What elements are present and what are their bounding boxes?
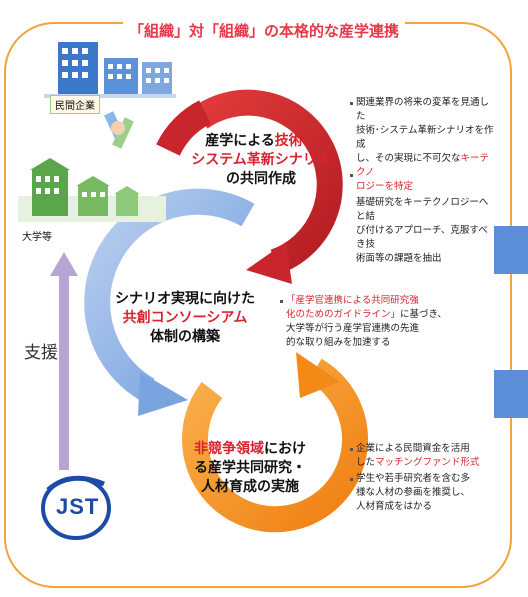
cycle1-line2: システム革新シナリオ — [191, 152, 331, 168]
note2-l4: 的な取り組みを加速する — [286, 337, 391, 348]
university-label: 大学等 — [22, 232, 52, 243]
cycle3-text: 非競争領域におけ る産学共同研究・ 人材育成の実施 — [180, 440, 320, 497]
note3-b2-l1: 学生や若手研究者を含む多 — [356, 473, 471, 484]
cycle1-line1-red: 技術・ — [274, 133, 317, 149]
note1-b2-l1: 基礎研究をキーテクノロジーへと結 — [356, 197, 489, 222]
handshake-icon — [104, 111, 134, 149]
note1-b1-l3-red: キーテクノ — [356, 153, 490, 178]
note1-b2-l3: 術面等の課題を抽出 — [356, 253, 442, 264]
support-arrow — [50, 252, 78, 470]
note1-b1-l1: 関連業界の将来の変革を見通した — [356, 97, 490, 122]
university-buildings-icon — [18, 158, 166, 222]
note3-b1-l2-prefix: した — [356, 457, 376, 468]
cycle3-line1-red: 非競争領域 — [194, 441, 264, 457]
note3-b2-l2: 様な人材の参画を推奨し、 — [356, 487, 471, 498]
orange-cycle-arrow — [182, 352, 368, 533]
note3-b1-l2-red: マッチングファンド形式 — [375, 457, 480, 468]
note2-l1: 「産学官連携による共同研究強 — [286, 295, 419, 306]
cycle2-line2: 共創コンソーシアム — [122, 310, 248, 326]
cycle3-line1-suffix: におけ — [264, 441, 306, 457]
cycle2-line1: シナリオ実現に向けた — [115, 291, 255, 307]
support-label: 支援 — [24, 343, 58, 363]
cycle2-text: シナリオ実現に向けた 共創コンソーシアム 体制の構築 — [110, 290, 260, 347]
blue-cycle-arrow — [84, 188, 255, 416]
cycle2-line3: 体制の構築 — [150, 329, 220, 345]
note1-b1-l4: ロジーを特定 — [356, 181, 414, 192]
note2-l3: 大学等が行う産学官連携の先進 — [286, 323, 420, 334]
note3-b2-l3: 人材育成をはかる — [356, 501, 433, 512]
red-cycle-arrow — [156, 89, 343, 284]
note1-b1-l2: 技術･システム革新シナリオを作成 — [356, 125, 494, 150]
cycle1-text: 産学による技術・ システム革新シナリオ の共同作成 — [176, 132, 346, 189]
cycle1-line3: の共同作成 — [226, 171, 296, 187]
jst-logo — [41, 475, 111, 540]
note2-l2-suffix: に基づき、 — [400, 309, 447, 320]
side-block-upper — [494, 226, 528, 274]
note1-b1-l3-prefix: し、その実現に不可欠な — [356, 153, 461, 164]
private-company-label: 民間企業 — [50, 95, 100, 114]
note1: 関連業界の将来の変革を見通した 技術･システム革新シナリオを作成 し、その実現に… — [356, 96, 496, 266]
note2-l2-red: 化のためのガイドライン」 — [286, 309, 401, 320]
note2: 「産学官連携による共同研究強 化のためのガイドライン」に基づき、 大学等が行う産… — [286, 294, 456, 350]
page-title: 「組織」対「組織」の本格的な産学連携 — [0, 20, 528, 41]
cycle3-line2: る産学共同研究・ — [194, 460, 306, 476]
cycle3-line3: 人材育成の実施 — [201, 479, 299, 495]
note1-b2-l2: び付けるアプローチ、克服すべき技 — [356, 225, 488, 250]
company-buildings-icon — [44, 42, 176, 98]
side-block-lower — [494, 370, 528, 418]
note3: 企業による民間資金を活用 したマッチングファンド形式 学生や若手研究者を含む多 … — [356, 442, 496, 514]
note3-b1-l1: 企業による民間資金を活用 — [356, 443, 470, 454]
jst-logo-text: JST — [56, 494, 100, 519]
cycle1-line1-prefix: 産学による — [205, 133, 275, 149]
